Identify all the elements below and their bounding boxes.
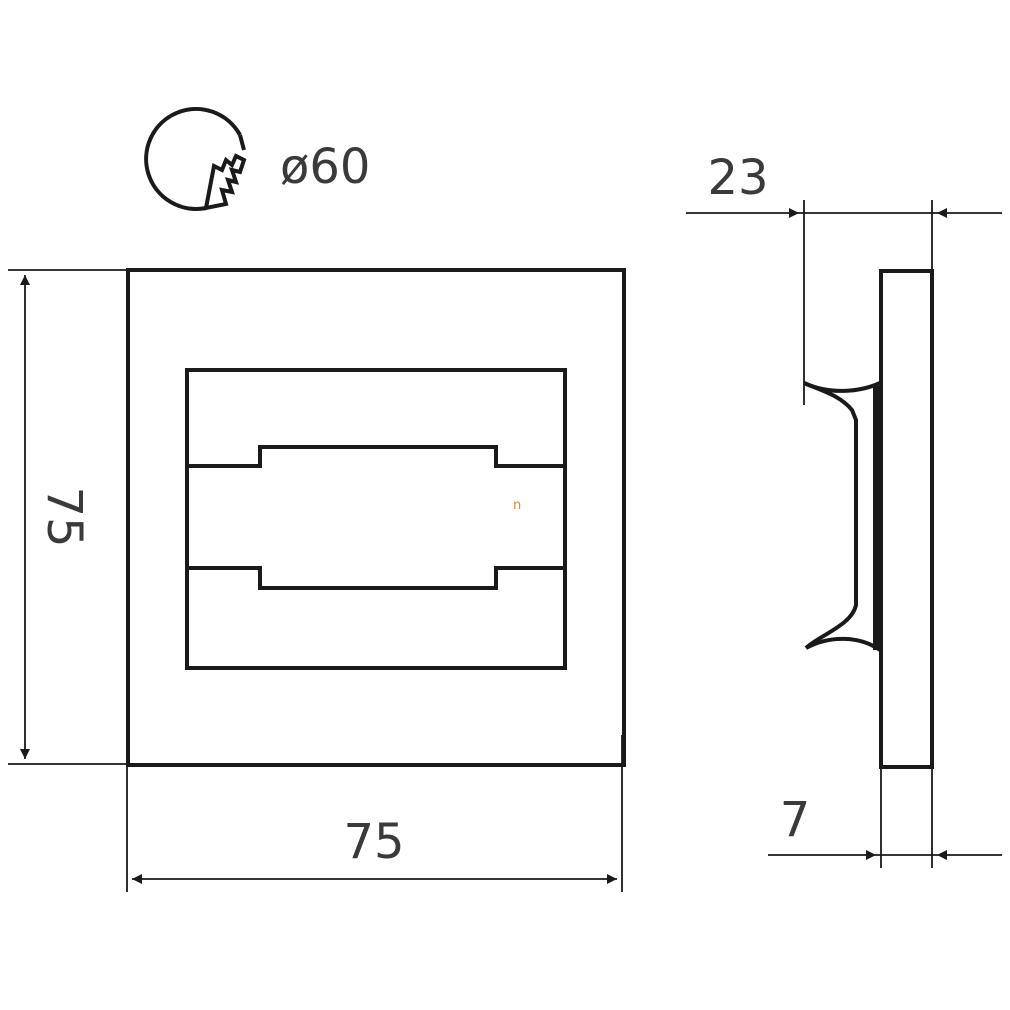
front-height-dimension	[8, 269, 150, 765]
side-plate	[879, 269, 934, 769]
mark-label: n	[513, 498, 521, 513]
lower-slot-line	[187, 566, 565, 590]
front-width-label: 75	[343, 814, 404, 870]
hole-saw-icon	[144, 107, 247, 211]
side-depth-label: 23	[707, 150, 768, 206]
front-width-dimension	[126, 735, 623, 892]
side-depth-dimension	[686, 200, 1002, 405]
front-height-label: 75	[36, 486, 92, 547]
hole-diameter-label: ø60	[280, 139, 370, 195]
side-thickness-dimension	[768, 767, 1002, 868]
outer-frame	[126, 268, 626, 767]
side-thickness-label: 7	[780, 792, 811, 848]
side-view	[803, 269, 934, 769]
inner-frame	[185, 368, 567, 670]
front-view	[126, 268, 626, 767]
upper-slot-line	[187, 445, 565, 468]
